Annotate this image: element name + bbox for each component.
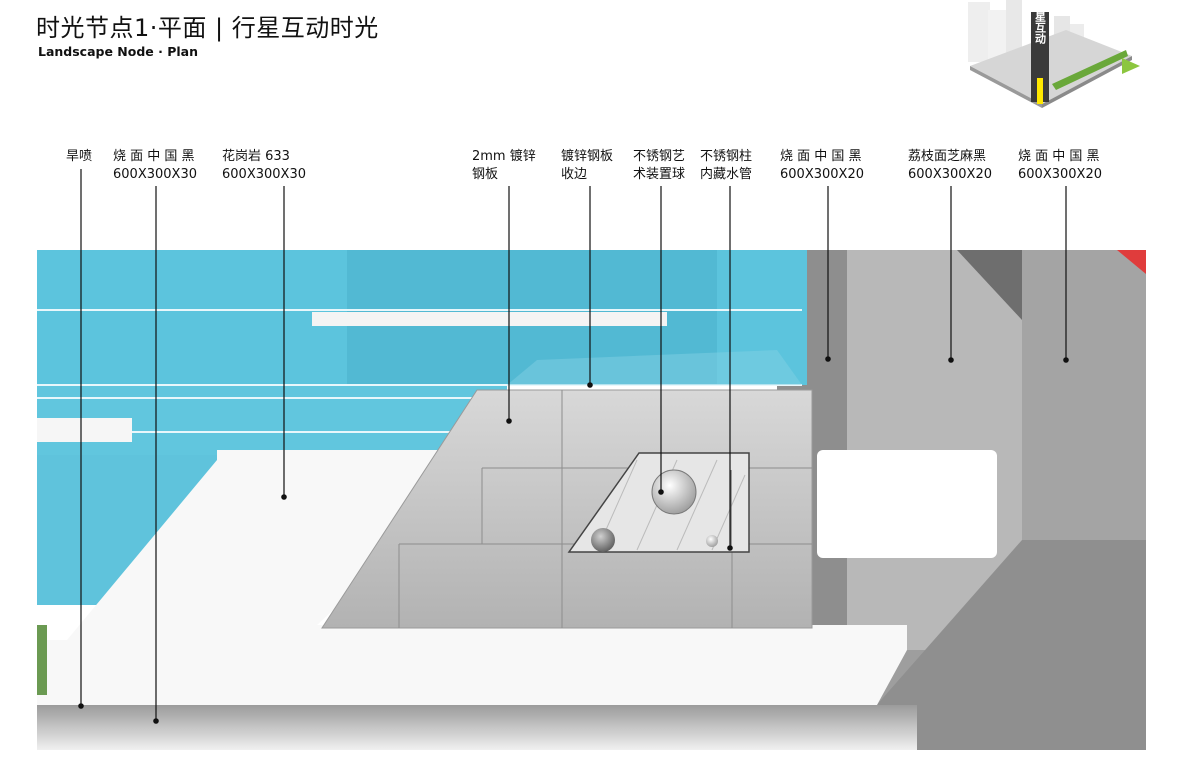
landscape-plan	[37, 250, 1146, 750]
steel-sphere-tiny	[706, 535, 718, 547]
label-sesame-black: 荔枝面芝麻黑 600X300X20	[908, 149, 992, 182]
key-plan-thumbnail: 行星互动	[968, 0, 1140, 108]
label-galv-edge: 镀锌钢板 收边	[561, 149, 614, 182]
page-title: 时光节点1·平面 | 行星互动时光	[36, 14, 379, 42]
label-steel-column: 不锈钢柱 内藏水管	[700, 149, 753, 182]
thumb-label-column	[1031, 12, 1049, 102]
steel-sphere-small	[591, 528, 615, 552]
steel-sphere-large	[651, 469, 697, 515]
thumb-green-strip	[1052, 50, 1128, 90]
label-galv-plate: 2mm 镀锌 钢板	[472, 149, 536, 182]
page-subtitle: Landscape Node · Plan	[38, 44, 199, 59]
steel-platform	[321, 389, 813, 629]
label-dry-fountain: 旱喷	[66, 149, 93, 164]
label-burnt-black-2: 烧 面 中 国 黑 600X300X20	[780, 149, 864, 182]
thumb-label: 行星互动	[1034, 0, 1048, 45]
red-marker	[1117, 250, 1146, 274]
label-granite-633: 花岗岩 633 600X300X30	[222, 149, 306, 182]
label-steel-sphere: 不锈钢艺 术装置球	[633, 149, 686, 182]
arrow-icon	[1122, 58, 1140, 74]
label-burnt-black-3: 烧 面 中 国 黑 600X300X20	[1018, 149, 1102, 182]
label-burnt-black-1: 烧 面 中 国 黑 600X300X30	[113, 149, 197, 182]
white-walkway	[37, 450, 907, 705]
